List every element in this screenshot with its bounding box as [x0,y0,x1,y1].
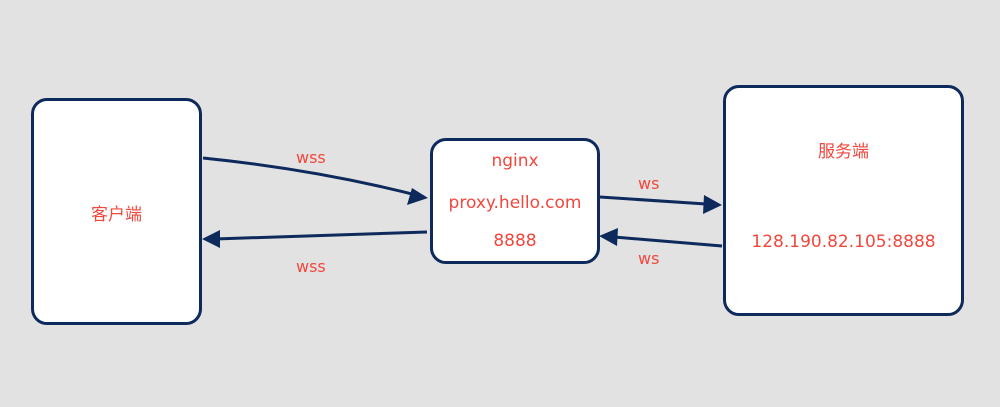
proxy-name: nginx [491,151,539,171]
arrowhead-server-to-proxy [599,228,618,246]
edge-label-proxy-to-client: wss [296,257,326,276]
arrow-proxy-to-server [599,195,707,206]
client-node: 客户端 [31,98,202,325]
proxy-node: nginx proxy.hello.com 8888 [430,138,600,264]
proxy-port: 8888 [493,231,537,251]
arrow-client-to-proxy [202,156,425,199]
client-label: 客户端 [91,205,142,225]
server-node: 服务端 128.190.82.105:8888 [723,85,964,316]
edge-label-client-to-proxy: wss [296,148,326,167]
server-address: 128.190.82.105:8888 [751,232,936,252]
arrow-server-to-proxy [613,235,723,248]
edge-label-server-to-proxy: ws [638,249,660,268]
arrowhead-proxy-to-server [703,195,722,214]
edge-label-proxy-to-server: ws [638,174,660,193]
arrow-proxy-to-client [214,230,428,241]
arrowhead-client-to-proxy [407,188,428,205]
arrowhead-proxy-to-client [202,230,220,248]
server-label: 服务端 [818,142,869,162]
proxy-domain: proxy.hello.com [448,193,582,213]
